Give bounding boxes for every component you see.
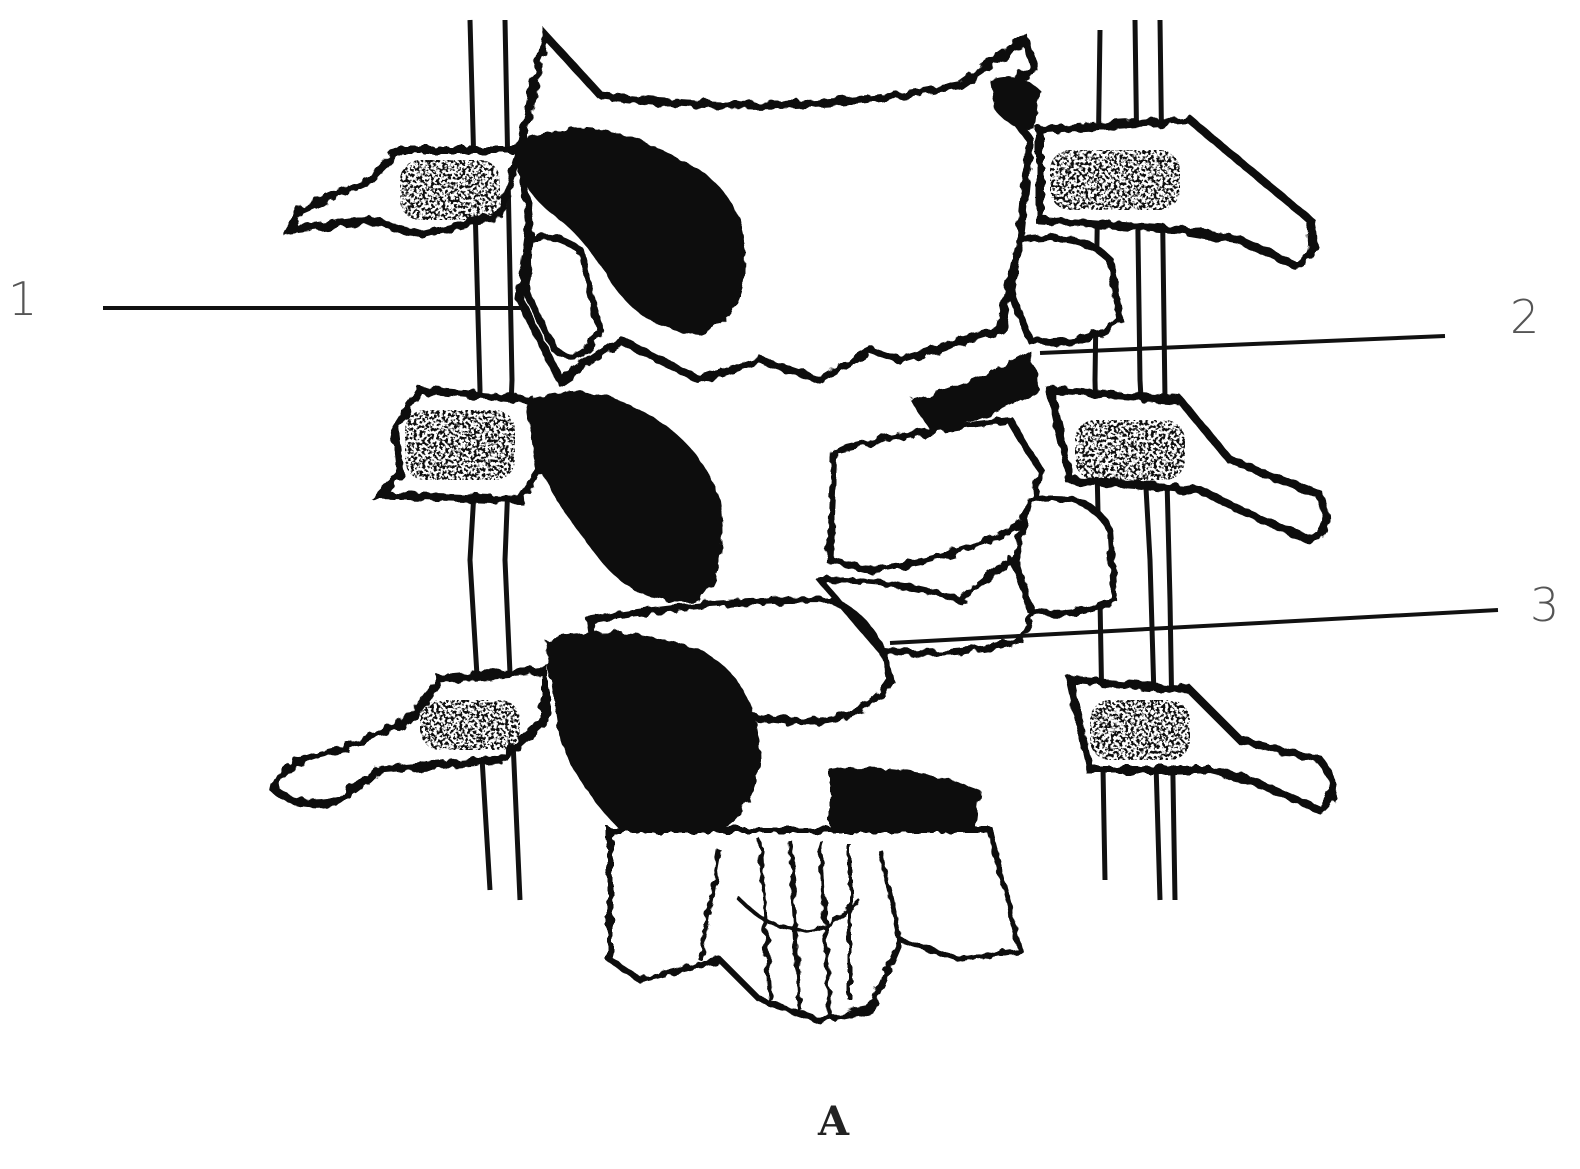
leader-line-2: [1040, 336, 1445, 353]
bottom-roots: [610, 830, 1020, 1020]
shadow-right-mid: [910, 350, 1040, 430]
shadow-left-low: [545, 632, 760, 830]
callout-label-1: 1: [8, 272, 37, 326]
shadow-left-mid: [530, 392, 723, 602]
facet-right-mid: [1015, 498, 1115, 613]
facet-right-top: [1010, 238, 1120, 343]
shadow-center-low: [830, 768, 980, 836]
figure-caption: A: [818, 1098, 849, 1145]
callout-label-3: 3: [1530, 578, 1559, 632]
leader-line-3: [890, 610, 1498, 643]
mid-vertebra: [830, 420, 1040, 570]
callout-label-2: 2: [1510, 290, 1539, 344]
